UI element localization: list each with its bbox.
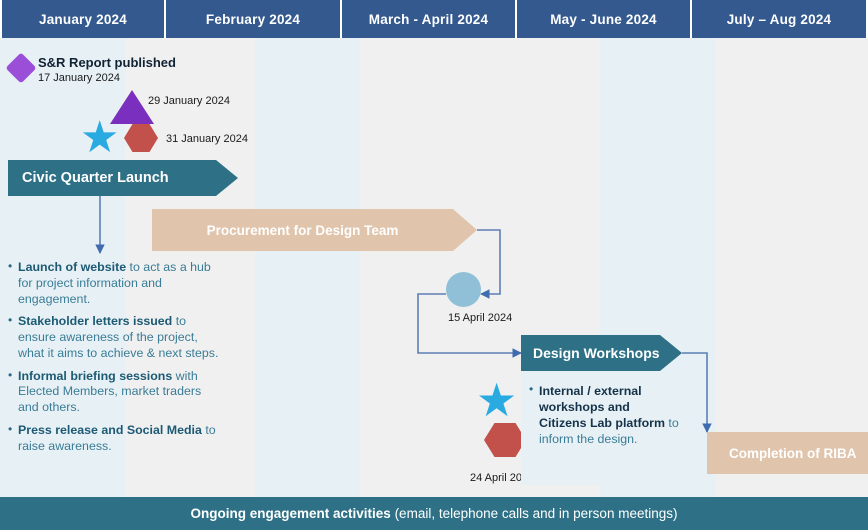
header-cell-january[interactable]: January 2024 <box>0 0 166 38</box>
list-item: Informal briefing sessions with Elected … <box>8 367 223 416</box>
bullet-rest: to inform the design. <box>539 416 679 447</box>
list-item: Stakeholder letters issued to ensure awa… <box>8 313 223 361</box>
bullet-bold: Launch of website <box>18 260 127 274</box>
engagement-bullets: Launch of website to act as a hub for pr… <box>8 259 223 461</box>
list-item: Internal / external workshops and Citize… <box>529 382 680 448</box>
civic-quarter-launch-label: Civic Quarter Launch <box>22 170 169 186</box>
list-item: Launch of website to act as a hub for pr… <box>8 259 223 307</box>
apr24-date: 24 April 2024 <box>470 472 535 484</box>
header-cell-july-aug[interactable]: July – Aug 2024 <box>692 0 868 38</box>
procurement-banner[interactable]: Procurement for Design Team <box>152 209 477 251</box>
design-workshops-banner[interactable]: Design Workshops <box>521 335 682 371</box>
procurement-label: Procurement for Design Team <box>206 222 399 238</box>
bullet-rest: with Elected Members, market traders and… <box>18 368 202 415</box>
design-workshops-label: Design Workshops <box>533 345 660 361</box>
band-march-april <box>255 38 360 530</box>
list-item: Press release and Social Media to raise … <box>8 422 223 455</box>
workshop-bullets: Internal / external workshops and Citize… <box>521 371 688 485</box>
timeline-header: January 2024 February 2024 March - April… <box>0 0 868 38</box>
footer-rest: (email, telephone calls and in person me… <box>390 506 678 521</box>
bullet-bold: Stakeholder letters issued <box>18 314 173 329</box>
jan31-date: 31 January 2024 <box>166 133 248 145</box>
apr15-date: 15 April 2024 <box>448 312 513 324</box>
ongoing-engagement-footer: Ongoing engagement activities (email, te… <box>0 497 868 530</box>
header-cell-march-april[interactable]: March - April 2024 <box>342 0 517 38</box>
apr24-star-marker[interactable]: ★ <box>476 374 518 426</box>
bullet-bold: Informal briefing sessions <box>18 368 173 383</box>
bullet-bold: Press release and Social Media <box>18 422 202 437</box>
bullet-bold: Internal / external workshops and Citize… <box>539 384 665 431</box>
civic-quarter-launch-banner[interactable]: Civic Quarter Launch <box>8 160 238 196</box>
header-cell-february[interactable]: February 2024 <box>166 0 342 38</box>
sr-report-date: 17 January 2024 <box>38 72 120 84</box>
footer-bold: Ongoing engagement activities <box>190 506 391 521</box>
jan31-hexagon-marker[interactable] <box>124 124 158 152</box>
apr15-circle-marker[interactable] <box>446 272 481 307</box>
bullet-rest: to ensure awareness of the project, what… <box>18 314 219 360</box>
sr-report-title: S&R Report published <box>38 55 176 70</box>
launch-star-marker[interactable]: ★ <box>80 113 120 162</box>
bullet-rest: to raise awareness. <box>18 422 216 453</box>
riba-completion-label: Completion of RIBA <box>729 445 857 461</box>
bullet-rest: to act as a hub for project information … <box>18 260 211 306</box>
riba-completion-box[interactable]: Completion of RIBA <box>707 432 868 474</box>
jan29-date: 29 January 2024 <box>148 95 230 107</box>
jan29-triangle-marker[interactable] <box>110 90 154 124</box>
header-cell-may-june[interactable]: May - June 2024 <box>517 0 692 38</box>
